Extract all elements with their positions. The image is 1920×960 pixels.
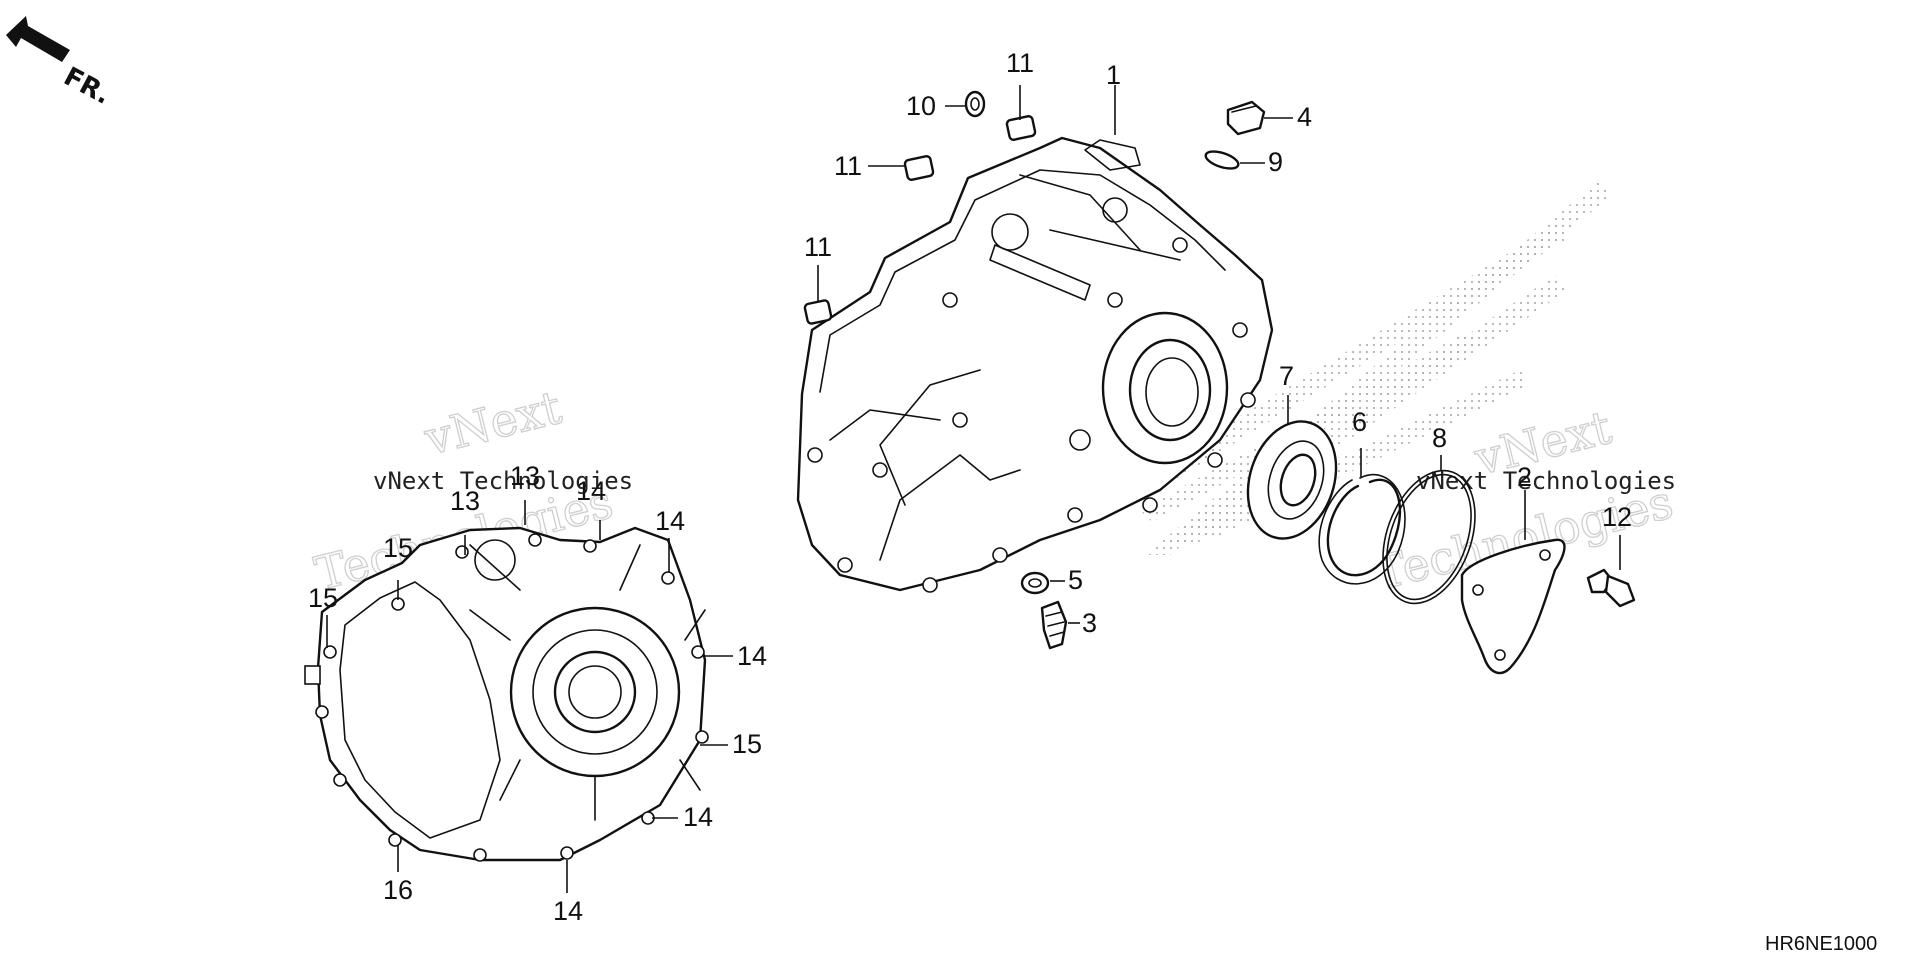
callout-14-c: 14: [737, 641, 767, 671]
callout-7: 7: [1279, 361, 1294, 391]
callout-4: 4: [1297, 102, 1312, 132]
washer-9: [1204, 150, 1240, 170]
watermark-text-left: vNext Technologies: [373, 467, 633, 495]
watermark-text-right: vNext Technologies: [1416, 467, 1676, 495]
front-direction-arrow-icon: [6, 16, 70, 62]
callout-14-d: 14: [683, 802, 713, 832]
dowel-pin-middle: [903, 155, 935, 181]
svg-text:vNext: vNext: [419, 380, 567, 466]
leader-lines: [326, 85, 1621, 893]
o-ring-8: [1382, 469, 1476, 605]
filler-plug-4: [1226, 100, 1266, 136]
cover-plate-2: [1460, 538, 1566, 675]
transmission-side-cover: [304, 526, 709, 862]
callout-2: 2: [1517, 462, 1532, 492]
drain-bolt-3: [1040, 600, 1068, 650]
front-direction-label: FR.: [59, 62, 116, 111]
callout-8: 8: [1432, 423, 1447, 453]
callout-16: 16: [383, 875, 413, 905]
callout-11-top: 11: [1006, 48, 1034, 78]
callout-10: 10: [906, 91, 936, 121]
callout-15-top: 15: [383, 533, 413, 563]
callout-14-a: 14: [576, 476, 606, 506]
dowel-pin-top: [1005, 115, 1037, 141]
dowel-pin-left: [803, 299, 833, 325]
callout-5: 5: [1068, 565, 1083, 595]
ball-bearing-7: [1246, 420, 1338, 540]
diagram-code: HR6NE1000: [1765, 933, 1877, 955]
transmission-case: [796, 136, 1274, 593]
sealing-washer-5: [1020, 571, 1050, 595]
callout-15-left: 15: [308, 583, 338, 613]
callout-11-middle: 11: [834, 151, 862, 181]
callout-15-right: 15: [732, 729, 762, 759]
callout-11-left: 11: [804, 232, 832, 262]
washer-10: [964, 90, 986, 118]
callout-9: 9: [1268, 147, 1283, 177]
callout-12: 12: [1602, 502, 1632, 532]
callout-14-b: 14: [655, 506, 685, 536]
callout-3: 3: [1082, 608, 1097, 638]
callout-1: 1: [1106, 60, 1121, 90]
callout-6: 6: [1352, 407, 1367, 437]
snap-ring-6: [1318, 473, 1406, 585]
callout-13-lower: 13: [450, 486, 480, 516]
callout-numbers: 1 2 3 4 5 6 7 8 9 10 11 11 11 12 13 13 1…: [308, 48, 1632, 926]
callout-14-e: 14: [553, 896, 583, 926]
flange-bolt-12: [1586, 568, 1636, 608]
callout-13-upper: 13: [510, 461, 540, 491]
